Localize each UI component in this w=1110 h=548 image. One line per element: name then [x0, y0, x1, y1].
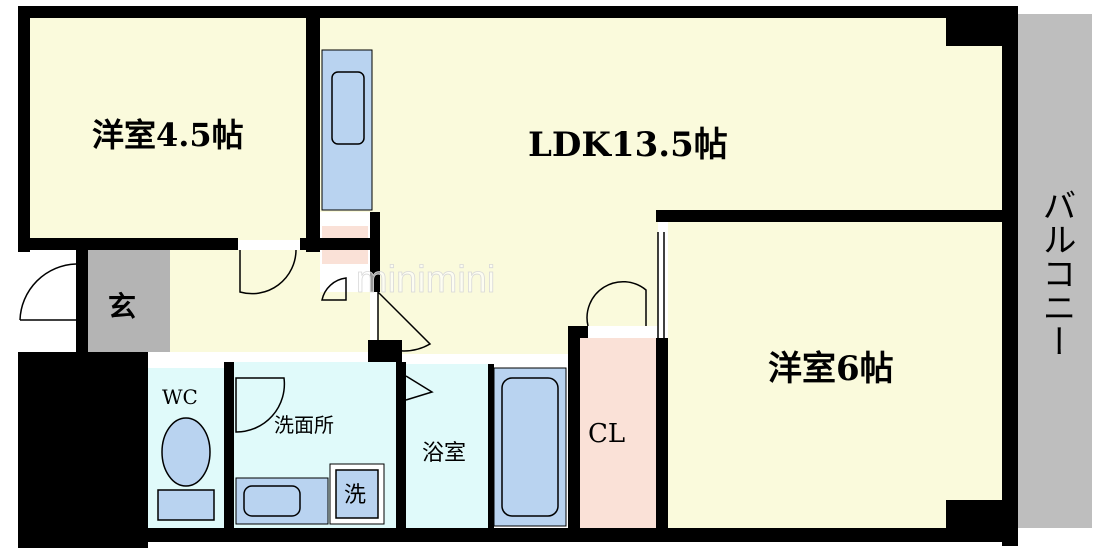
- vanity-basin: [243, 485, 301, 517]
- watermark: minimini: [356, 259, 495, 301]
- hall-floor: [170, 250, 370, 352]
- washer-inner: [335, 469, 379, 519]
- closet-small-label: CL: [330, 239, 349, 254]
- vanity-counter: [235, 477, 329, 525]
- bath-floor: [406, 364, 488, 528]
- bathtub: [493, 367, 567, 527]
- kitchen-sink: [331, 71, 365, 145]
- balcony-floor: [1018, 14, 1092, 528]
- closet-large-label: CL: [588, 419, 625, 449]
- western-room-a-label: 洋室4.5帖: [92, 116, 244, 154]
- closet-large-floor: [580, 338, 656, 528]
- entrance-label: 玄: [108, 290, 136, 323]
- bathtub-inner: [501, 377, 559, 517]
- windows: [657, 66, 1013, 440]
- washroom-label: 洗面所: [274, 413, 334, 437]
- wc-label: WC: [162, 385, 198, 409]
- toilet-tank: [157, 489, 215, 521]
- balcony-label: バルコニー: [1036, 188, 1076, 358]
- walls: [18, 6, 1018, 548]
- washer-label: 洗: [344, 483, 366, 508]
- bath-label: 浴室: [422, 441, 466, 466]
- western-room-a-floor: [30, 18, 306, 240]
- ldk-floor: [320, 18, 1002, 354]
- entrance-floor: [88, 250, 170, 352]
- doors: [19, 249, 647, 433]
- toilet-bowl: [161, 417, 211, 487]
- western-room-b-label: 洋室6帖: [768, 349, 894, 389]
- western-room-b-floor: [668, 222, 1002, 528]
- ldk-label: LDK13.5帖: [528, 125, 728, 165]
